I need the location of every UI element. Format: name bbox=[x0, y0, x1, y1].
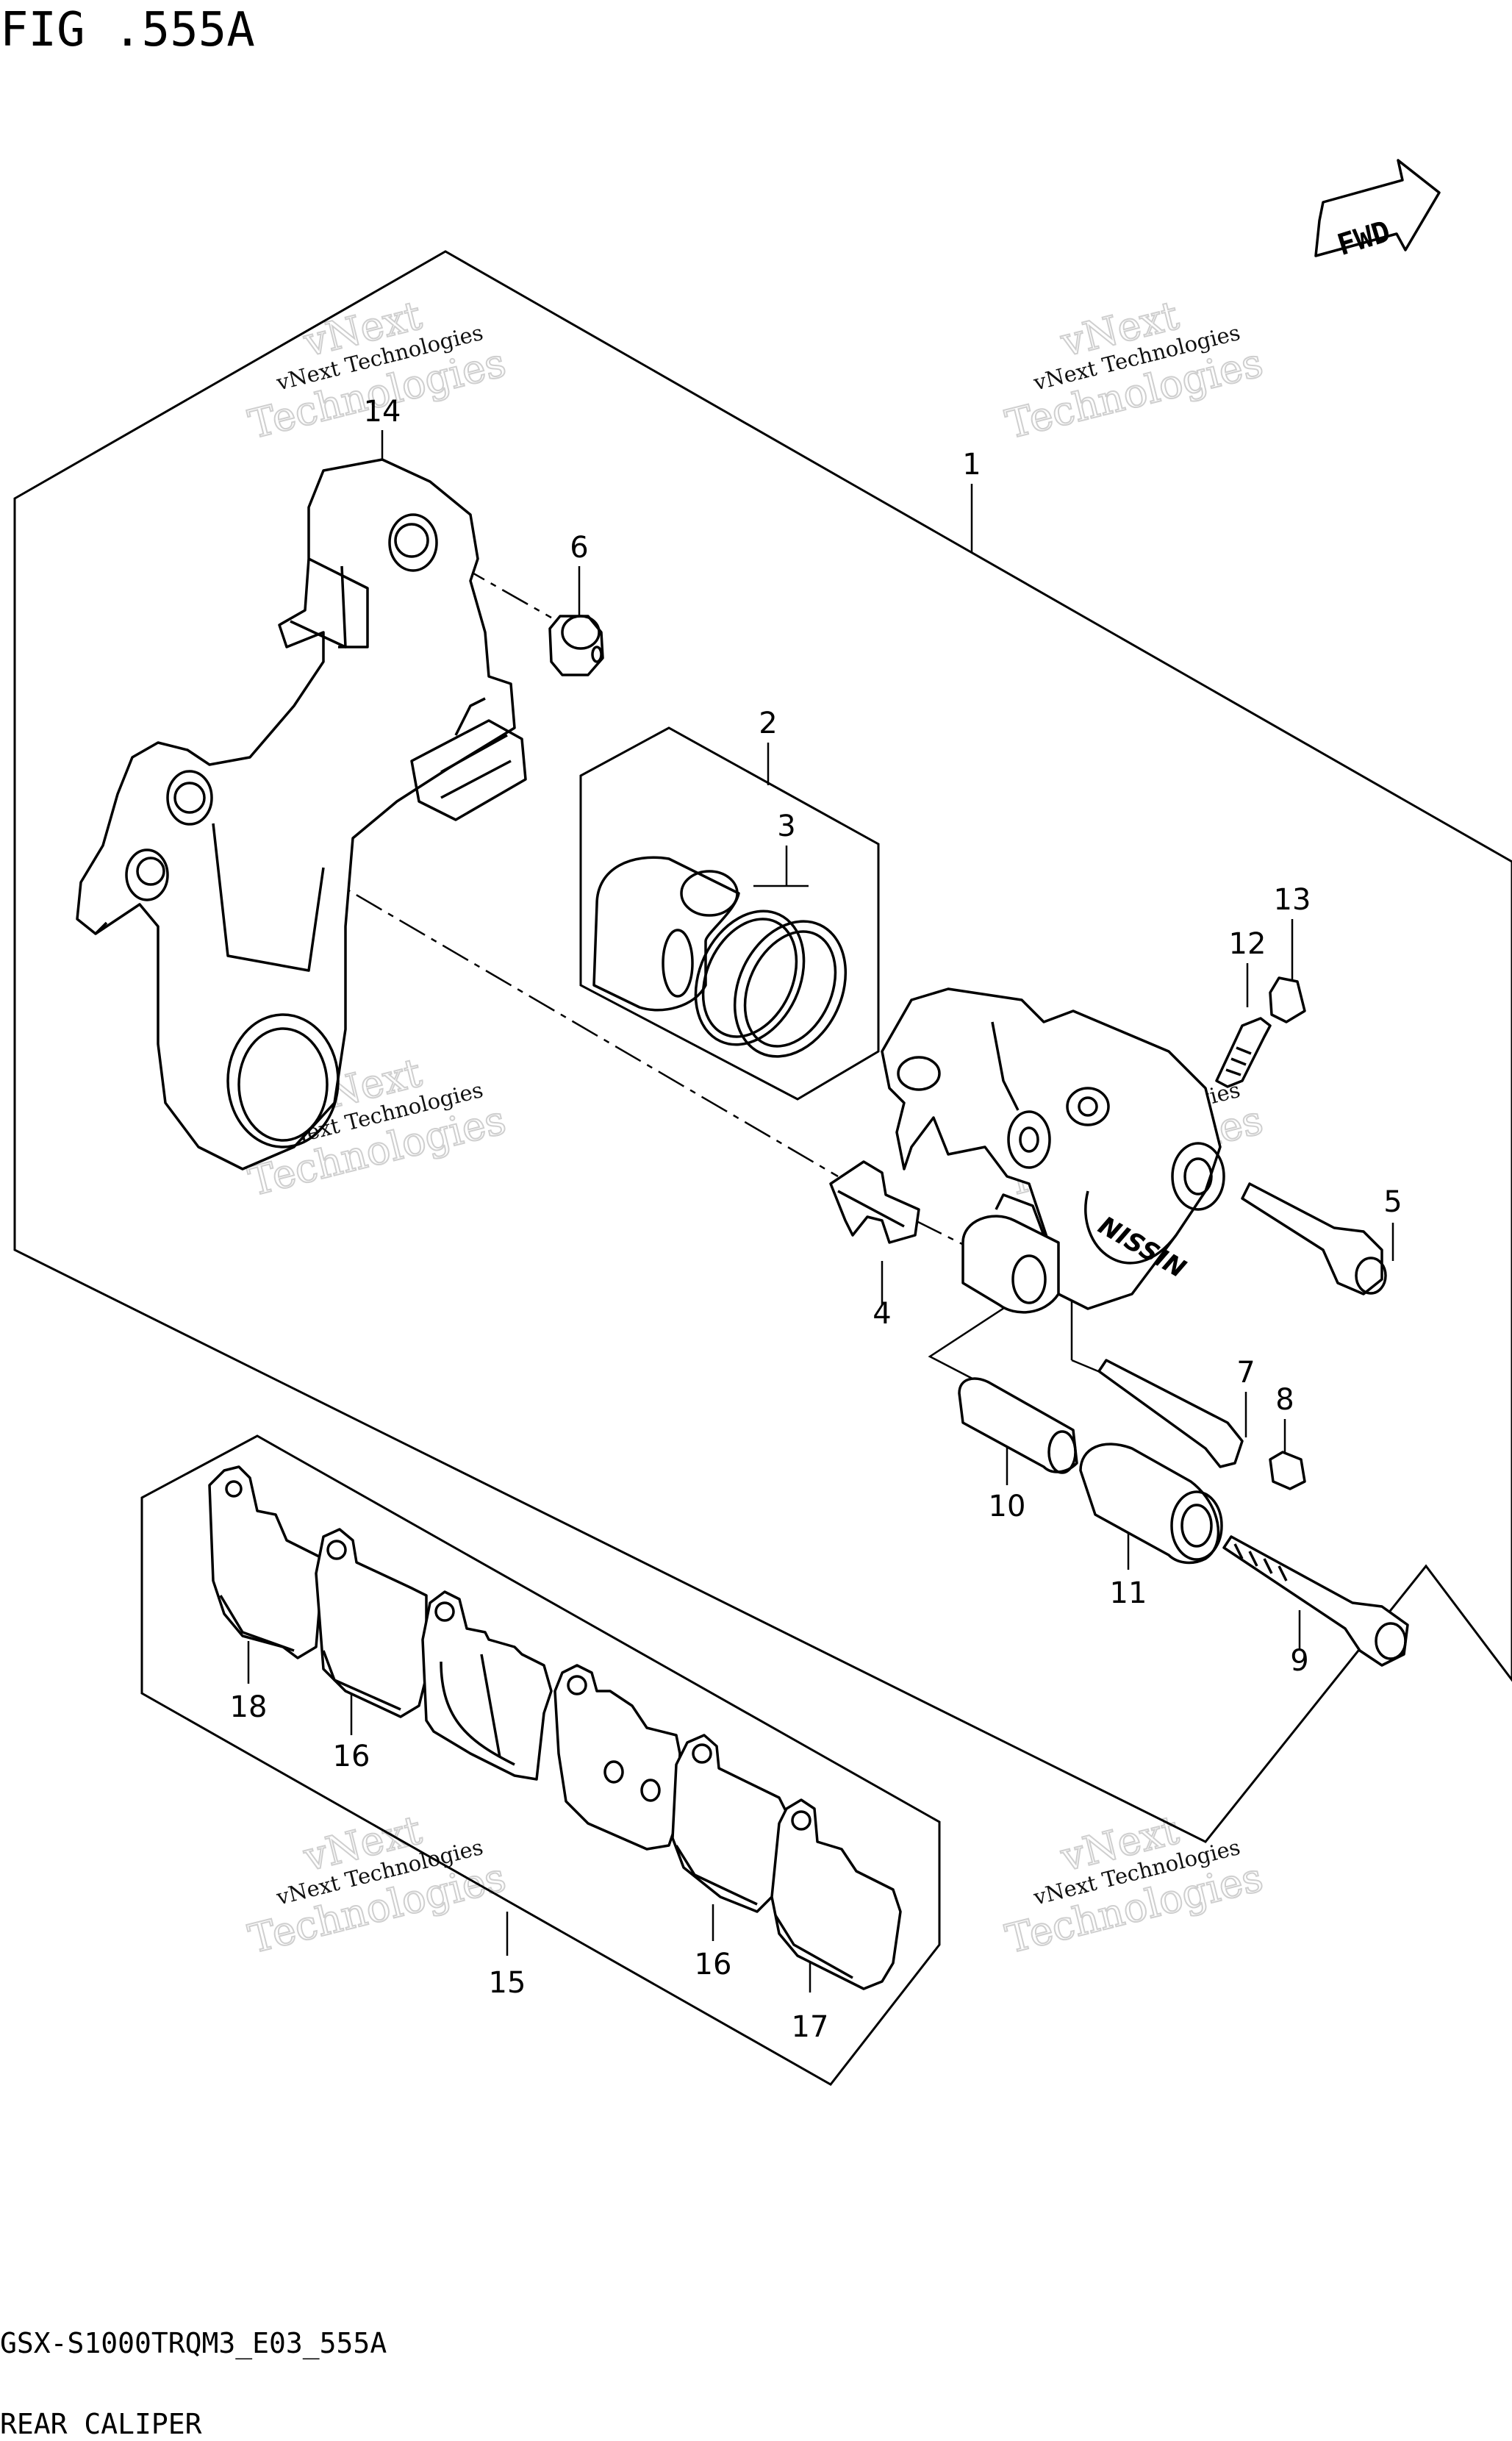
callout-15: 15 bbox=[489, 1966, 526, 2000]
callout-12: 12 bbox=[1229, 927, 1266, 961]
piston-part bbox=[592, 856, 740, 1012]
brake-pad-left-outer bbox=[208, 1465, 325, 1659]
brake-pad-center-left bbox=[421, 1590, 553, 1781]
brake-pad-left-inner bbox=[315, 1528, 428, 1718]
fwd-arrow-icon: FWD bbox=[1314, 159, 1441, 262]
bleeder-valve-part bbox=[1215, 1017, 1272, 1088]
boot-part bbox=[548, 615, 604, 676]
pin-part bbox=[1097, 1359, 1244, 1468]
caliper-bracket-part bbox=[76, 458, 527, 1171]
callout-16-left: 16 bbox=[333, 1740, 370, 1773]
bushing-part bbox=[1079, 1443, 1223, 1565]
assembly-box-brake-pads bbox=[140, 1434, 941, 2086]
callout-16-right: 16 bbox=[695, 1948, 732, 1981]
assembly-box-caliper bbox=[13, 250, 1512, 1843]
callout-5: 5 bbox=[1383, 1185, 1402, 1219]
callout-4: 4 bbox=[873, 1297, 891, 1331]
callout-9: 9 bbox=[1290, 1644, 1308, 1678]
bolt-part bbox=[1222, 1535, 1409, 1667]
figure-title: FIG .555A bbox=[0, 3, 255, 57]
bleeder-cap-part bbox=[1269, 976, 1306, 1023]
caliper-body-part: NISSIN bbox=[881, 987, 1225, 1310]
callout-7: 7 bbox=[1236, 1356, 1255, 1390]
dust-seal-part bbox=[733, 920, 848, 1058]
brake-pad-right-outer bbox=[770, 1798, 902, 1990]
sleeve-part bbox=[958, 1377, 1078, 1474]
callout-3: 3 bbox=[777, 810, 795, 843]
callout-8: 8 bbox=[1275, 1383, 1294, 1417]
watermark-6: Technologies vNext vNext Technologies bbox=[1000, 1806, 1268, 1963]
brake-pad-right-inner bbox=[671, 1734, 788, 1913]
callout-1: 1 bbox=[962, 448, 981, 482]
callout-10: 10 bbox=[989, 1490, 1026, 1523]
callout-2: 2 bbox=[759, 707, 777, 740]
model-code: GSX-S1000TRQM3_E03_555A bbox=[0, 2327, 387, 2360]
section-name: REAR CALIPER bbox=[0, 2408, 202, 2440]
callouts: 1 2 3 4 5 6 7 8 9 10 11 12 13 14 15 16 1… bbox=[230, 395, 1402, 2044]
watermark-5: Technologies vNext vNext Technologies bbox=[243, 1806, 511, 1963]
boot-cylinder-part bbox=[961, 1193, 1060, 1314]
callout-11: 11 bbox=[1110, 1576, 1147, 1610]
callout-13: 13 bbox=[1274, 883, 1311, 917]
assembly-box-piston-seal bbox=[579, 726, 880, 1101]
plug-part bbox=[1269, 1451, 1306, 1490]
callout-18: 18 bbox=[230, 1690, 268, 1724]
pad-spring-part bbox=[829, 1160, 920, 1244]
callout-14: 14 bbox=[364, 395, 401, 429]
brake-pad-center-right bbox=[553, 1664, 681, 1851]
piston-seal-part bbox=[694, 909, 806, 1046]
watermark-2: Technologies vNext vNext Technologies bbox=[1000, 291, 1268, 448]
callout-17: 17 bbox=[792, 2010, 829, 2044]
slide-pin-part bbox=[1241, 1182, 1387, 1295]
watermark-1: Technologies vNext vNext Technologies bbox=[243, 291, 511, 448]
callout-6: 6 bbox=[570, 531, 588, 565]
